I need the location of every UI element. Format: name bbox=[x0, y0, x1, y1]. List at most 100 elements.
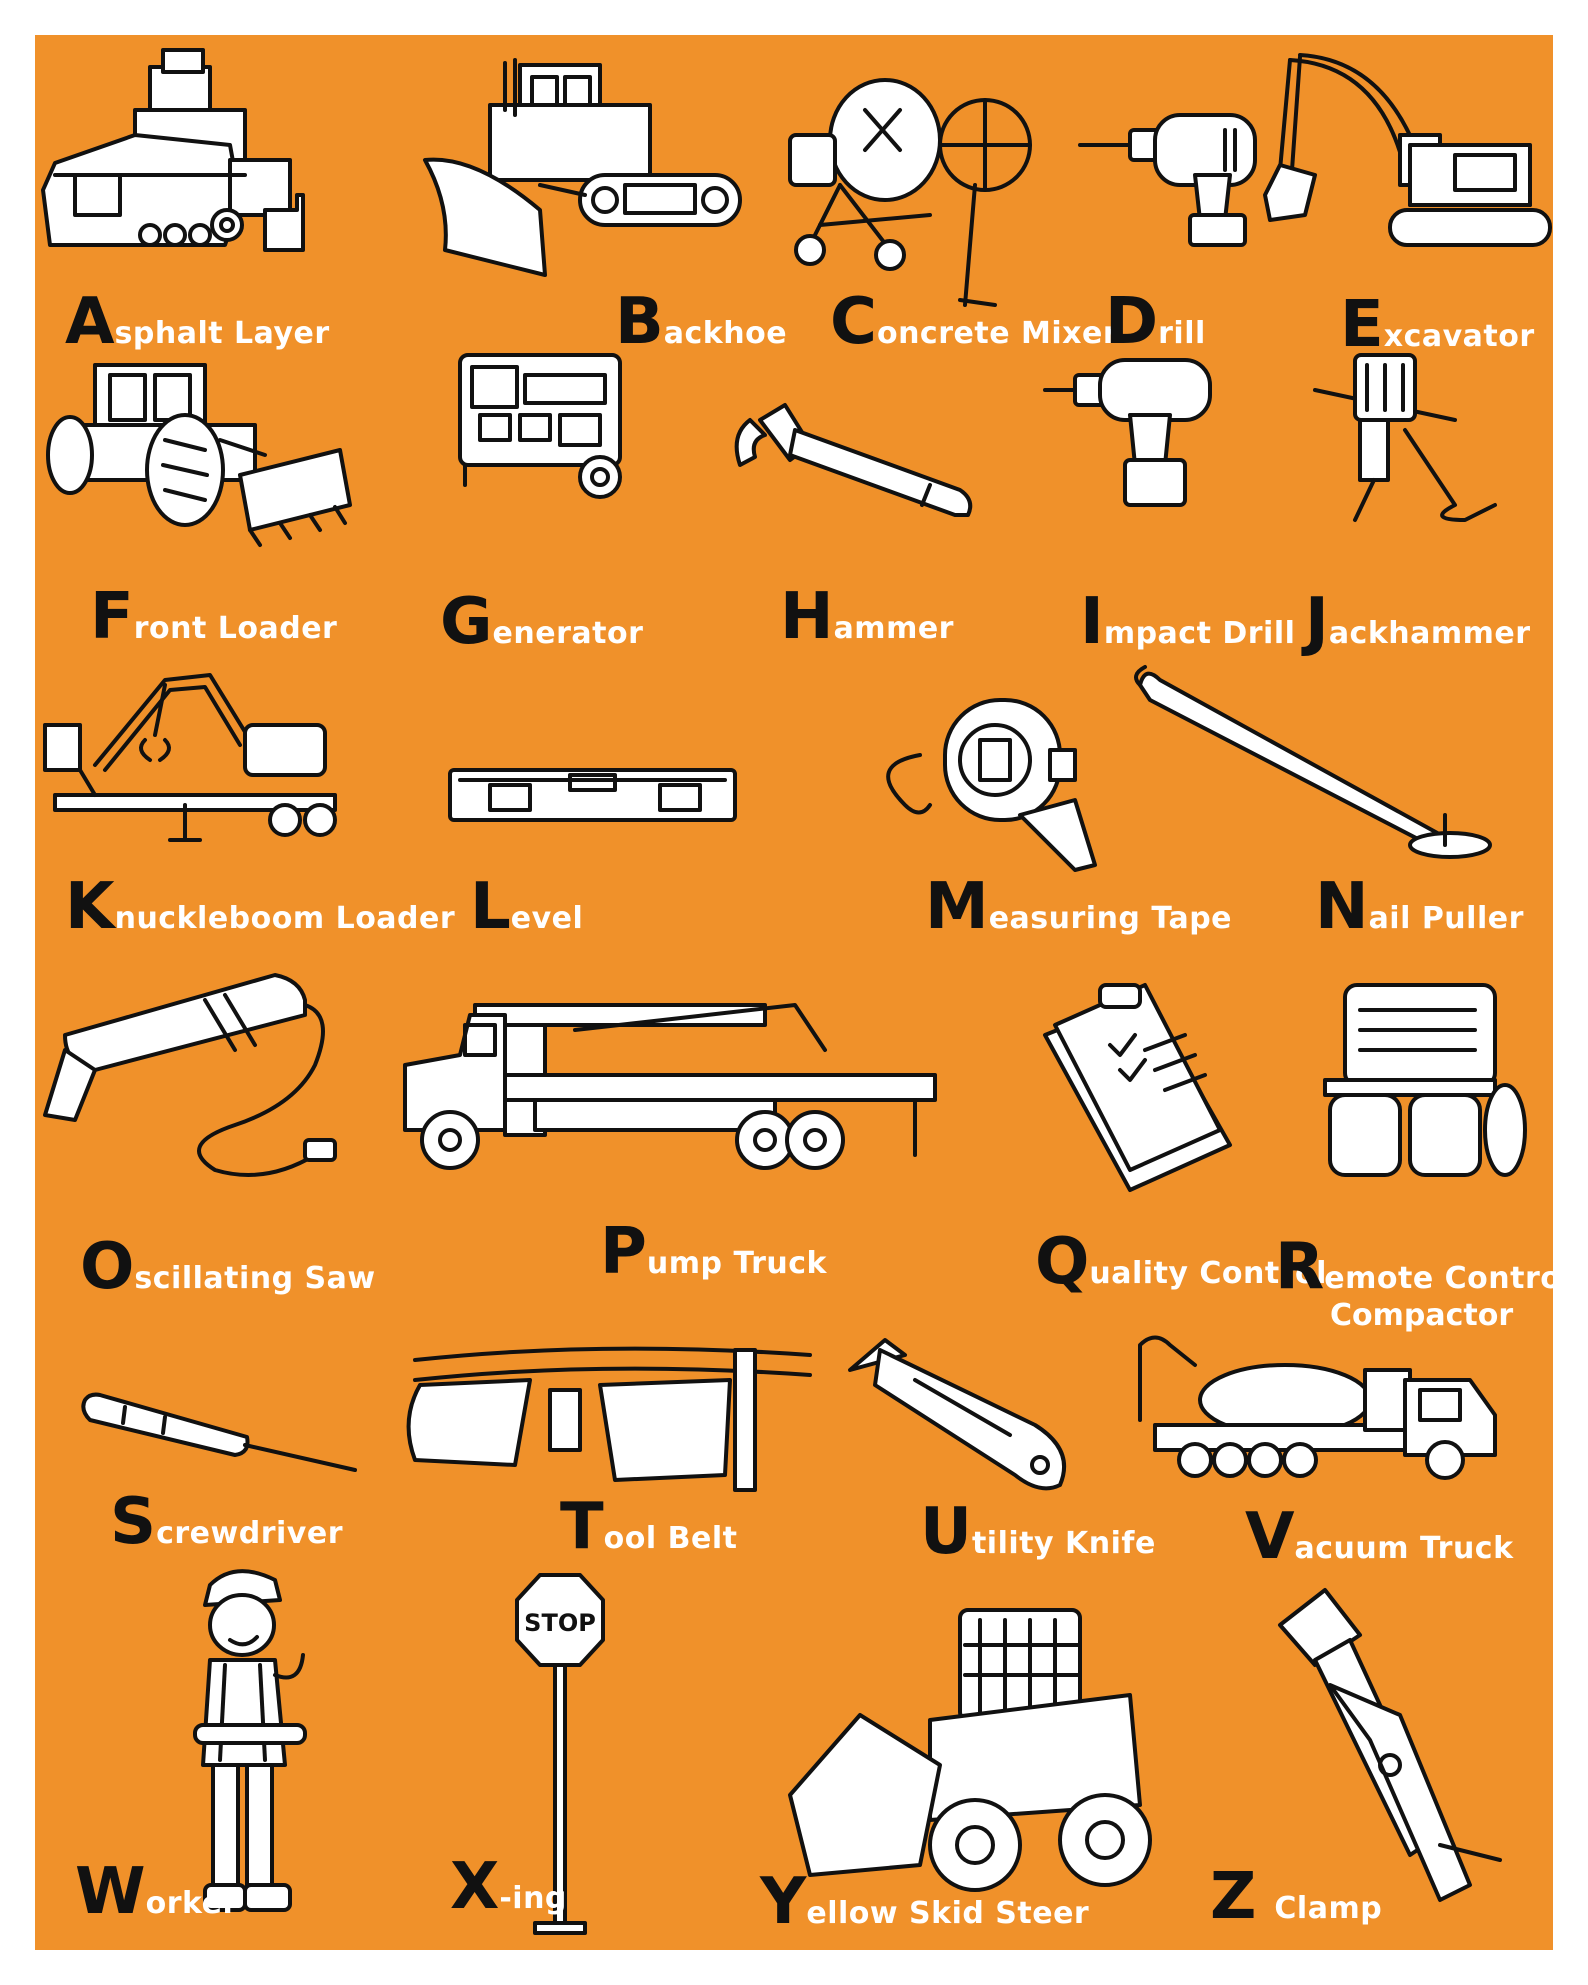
utility-knife-icon bbox=[848, 1338, 1066, 1491]
letter-s: S bbox=[110, 1485, 157, 1559]
word-o: scillating Saw bbox=[134, 1261, 376, 1296]
word-c: oncrete Mixer bbox=[876, 316, 1119, 351]
label-q: Quality Control bbox=[1035, 1230, 1327, 1294]
word-a: sphalt Layer bbox=[114, 316, 330, 351]
label-y: Yellow Skid Steer bbox=[760, 1870, 1089, 1934]
word-q: uality Control bbox=[1089, 1256, 1327, 1291]
word-u: tility Knife bbox=[971, 1526, 1156, 1561]
label-p: Pump Truck bbox=[600, 1220, 827, 1284]
front-loader-icon bbox=[46, 363, 352, 547]
stop-sign-text: STOP bbox=[524, 1609, 596, 1637]
label-g: Generator bbox=[440, 590, 643, 654]
cell-n: Nail Puller bbox=[1120, 655, 1553, 955]
label-s: Screwdriver bbox=[110, 1490, 343, 1554]
label-l: Level bbox=[470, 875, 583, 939]
letter-o: O bbox=[80, 1230, 135, 1304]
impact-drill-icon bbox=[1043, 358, 1212, 507]
word-i: mpact Drill bbox=[1103, 616, 1296, 651]
label-o: Oscillating Saw bbox=[80, 1235, 376, 1299]
letter-h: H bbox=[780, 580, 834, 654]
cell-l: Level bbox=[440, 655, 750, 955]
label-w: Worker bbox=[75, 1860, 238, 1924]
label-r: Remote Control Compactor bbox=[1275, 1235, 1553, 1331]
label-f: Front Loader bbox=[90, 585, 337, 649]
label-n: Nail Puller bbox=[1315, 875, 1524, 939]
word-n: ail Puller bbox=[1368, 901, 1524, 936]
letter-m: M bbox=[925, 870, 989, 944]
letter-n: N bbox=[1315, 870, 1369, 944]
screwdriver-icon bbox=[81, 1392, 357, 1472]
label-i: Impact Drill bbox=[1080, 590, 1295, 654]
cell-v: Vacuum Truck bbox=[1115, 1325, 1553, 1569]
word-y: ellow Skid Steer bbox=[806, 1896, 1090, 1931]
label-t: Tool Belt bbox=[560, 1495, 737, 1559]
word-s: crewdriver bbox=[156, 1516, 343, 1551]
alphabet-poster: Asphalt Layer Backhoe bbox=[35, 35, 1553, 1950]
word-v: acuum Truck bbox=[1294, 1531, 1514, 1566]
cell-a: Asphalt Layer bbox=[35, 35, 345, 354]
letter-a: A bbox=[65, 285, 115, 359]
letter-b: B bbox=[615, 285, 664, 359]
cell-h: Hammer bbox=[700, 345, 1020, 655]
word-d: rill bbox=[1158, 316, 1206, 351]
letter-f: F bbox=[90, 580, 134, 654]
cell-i: Impact Drill bbox=[1035, 345, 1295, 655]
cell-m: Measuring Tape bbox=[860, 655, 1232, 955]
letter-u: U bbox=[920, 1495, 972, 1569]
cell-c: Concrete Mixer bbox=[780, 35, 1118, 354]
word-m: easuring Tape bbox=[988, 901, 1233, 936]
cell-u: Utility Knife bbox=[835, 1325, 1155, 1565]
cell-q: Quality Control bbox=[1035, 955, 1326, 1325]
cell-k: Knuckleboom Loader bbox=[35, 655, 455, 955]
jackhammer-icon bbox=[1313, 353, 1497, 522]
cell-y: Yellow Skid Steer bbox=[760, 1565, 1240, 1950]
stop-sign-icon: STOP bbox=[515, 1573, 605, 1935]
word-r-line2: Compactor bbox=[1330, 1298, 1514, 1333]
letter-j: J bbox=[1305, 585, 1329, 659]
word-l: evel bbox=[510, 901, 584, 936]
label-b: Backhoe bbox=[615, 290, 787, 354]
hammer-icon bbox=[734, 403, 973, 517]
word-w: orker bbox=[145, 1886, 238, 1921]
cell-t: Tool Belt bbox=[400, 1325, 830, 1565]
concrete-mixer-icon bbox=[788, 78, 1032, 307]
oscillating-saw-icon bbox=[43, 973, 337, 1177]
drill-icon bbox=[1078, 113, 1257, 247]
measuring-tape-icon bbox=[886, 698, 1097, 872]
cell-j: Jackhammer bbox=[1305, 345, 1553, 655]
label-v: Vacuum Truck bbox=[1245, 1505, 1514, 1569]
word-p: ump Truck bbox=[646, 1246, 827, 1281]
letter-p: P bbox=[600, 1215, 647, 1289]
word-k: nuckleboom Loader bbox=[114, 901, 456, 936]
clipboard-icon bbox=[1043, 983, 1232, 1192]
clamp-icon bbox=[1278, 1588, 1502, 1902]
cell-o: Oscillating Saw bbox=[35, 955, 375, 1325]
label-j: Jackhammer bbox=[1305, 590, 1531, 654]
letter-r: R bbox=[1275, 1230, 1325, 1304]
worker-icon bbox=[193, 1569, 307, 1912]
letter-g: G bbox=[440, 585, 493, 659]
word-j: ackhammer bbox=[1328, 616, 1531, 651]
generator-icon bbox=[458, 353, 622, 499]
excavator-icon bbox=[1263, 53, 1552, 247]
letter-q: Q bbox=[1035, 1225, 1090, 1299]
cell-e: Excavator bbox=[1260, 35, 1553, 357]
word-x: -ing bbox=[499, 1881, 567, 1916]
tool-belt-icon bbox=[406, 1346, 812, 1492]
letter-v: V bbox=[1245, 1500, 1295, 1574]
word-f: ront Loader bbox=[133, 611, 338, 646]
cell-s: Screwdriver bbox=[35, 1325, 375, 1565]
letter-i: I bbox=[1080, 585, 1104, 659]
cell-f: Front Loader bbox=[35, 345, 375, 655]
word-h: ammer bbox=[833, 611, 954, 646]
cell-g: Generator bbox=[440, 345, 660, 655]
nail-puller-icon bbox=[1134, 665, 1492, 859]
cell-b: Backhoe bbox=[420, 35, 787, 354]
cell-x: STOP X-ing bbox=[450, 1565, 745, 1950]
cell-w: Worker bbox=[35, 1565, 395, 1950]
letter-e: E bbox=[1340, 288, 1384, 362]
letter-k: K bbox=[65, 870, 115, 944]
label-k: Knuckleboom Loader bbox=[65, 875, 455, 939]
label-e: Excavator bbox=[1340, 293, 1535, 357]
label-u: Utility Knife bbox=[920, 1500, 1156, 1564]
